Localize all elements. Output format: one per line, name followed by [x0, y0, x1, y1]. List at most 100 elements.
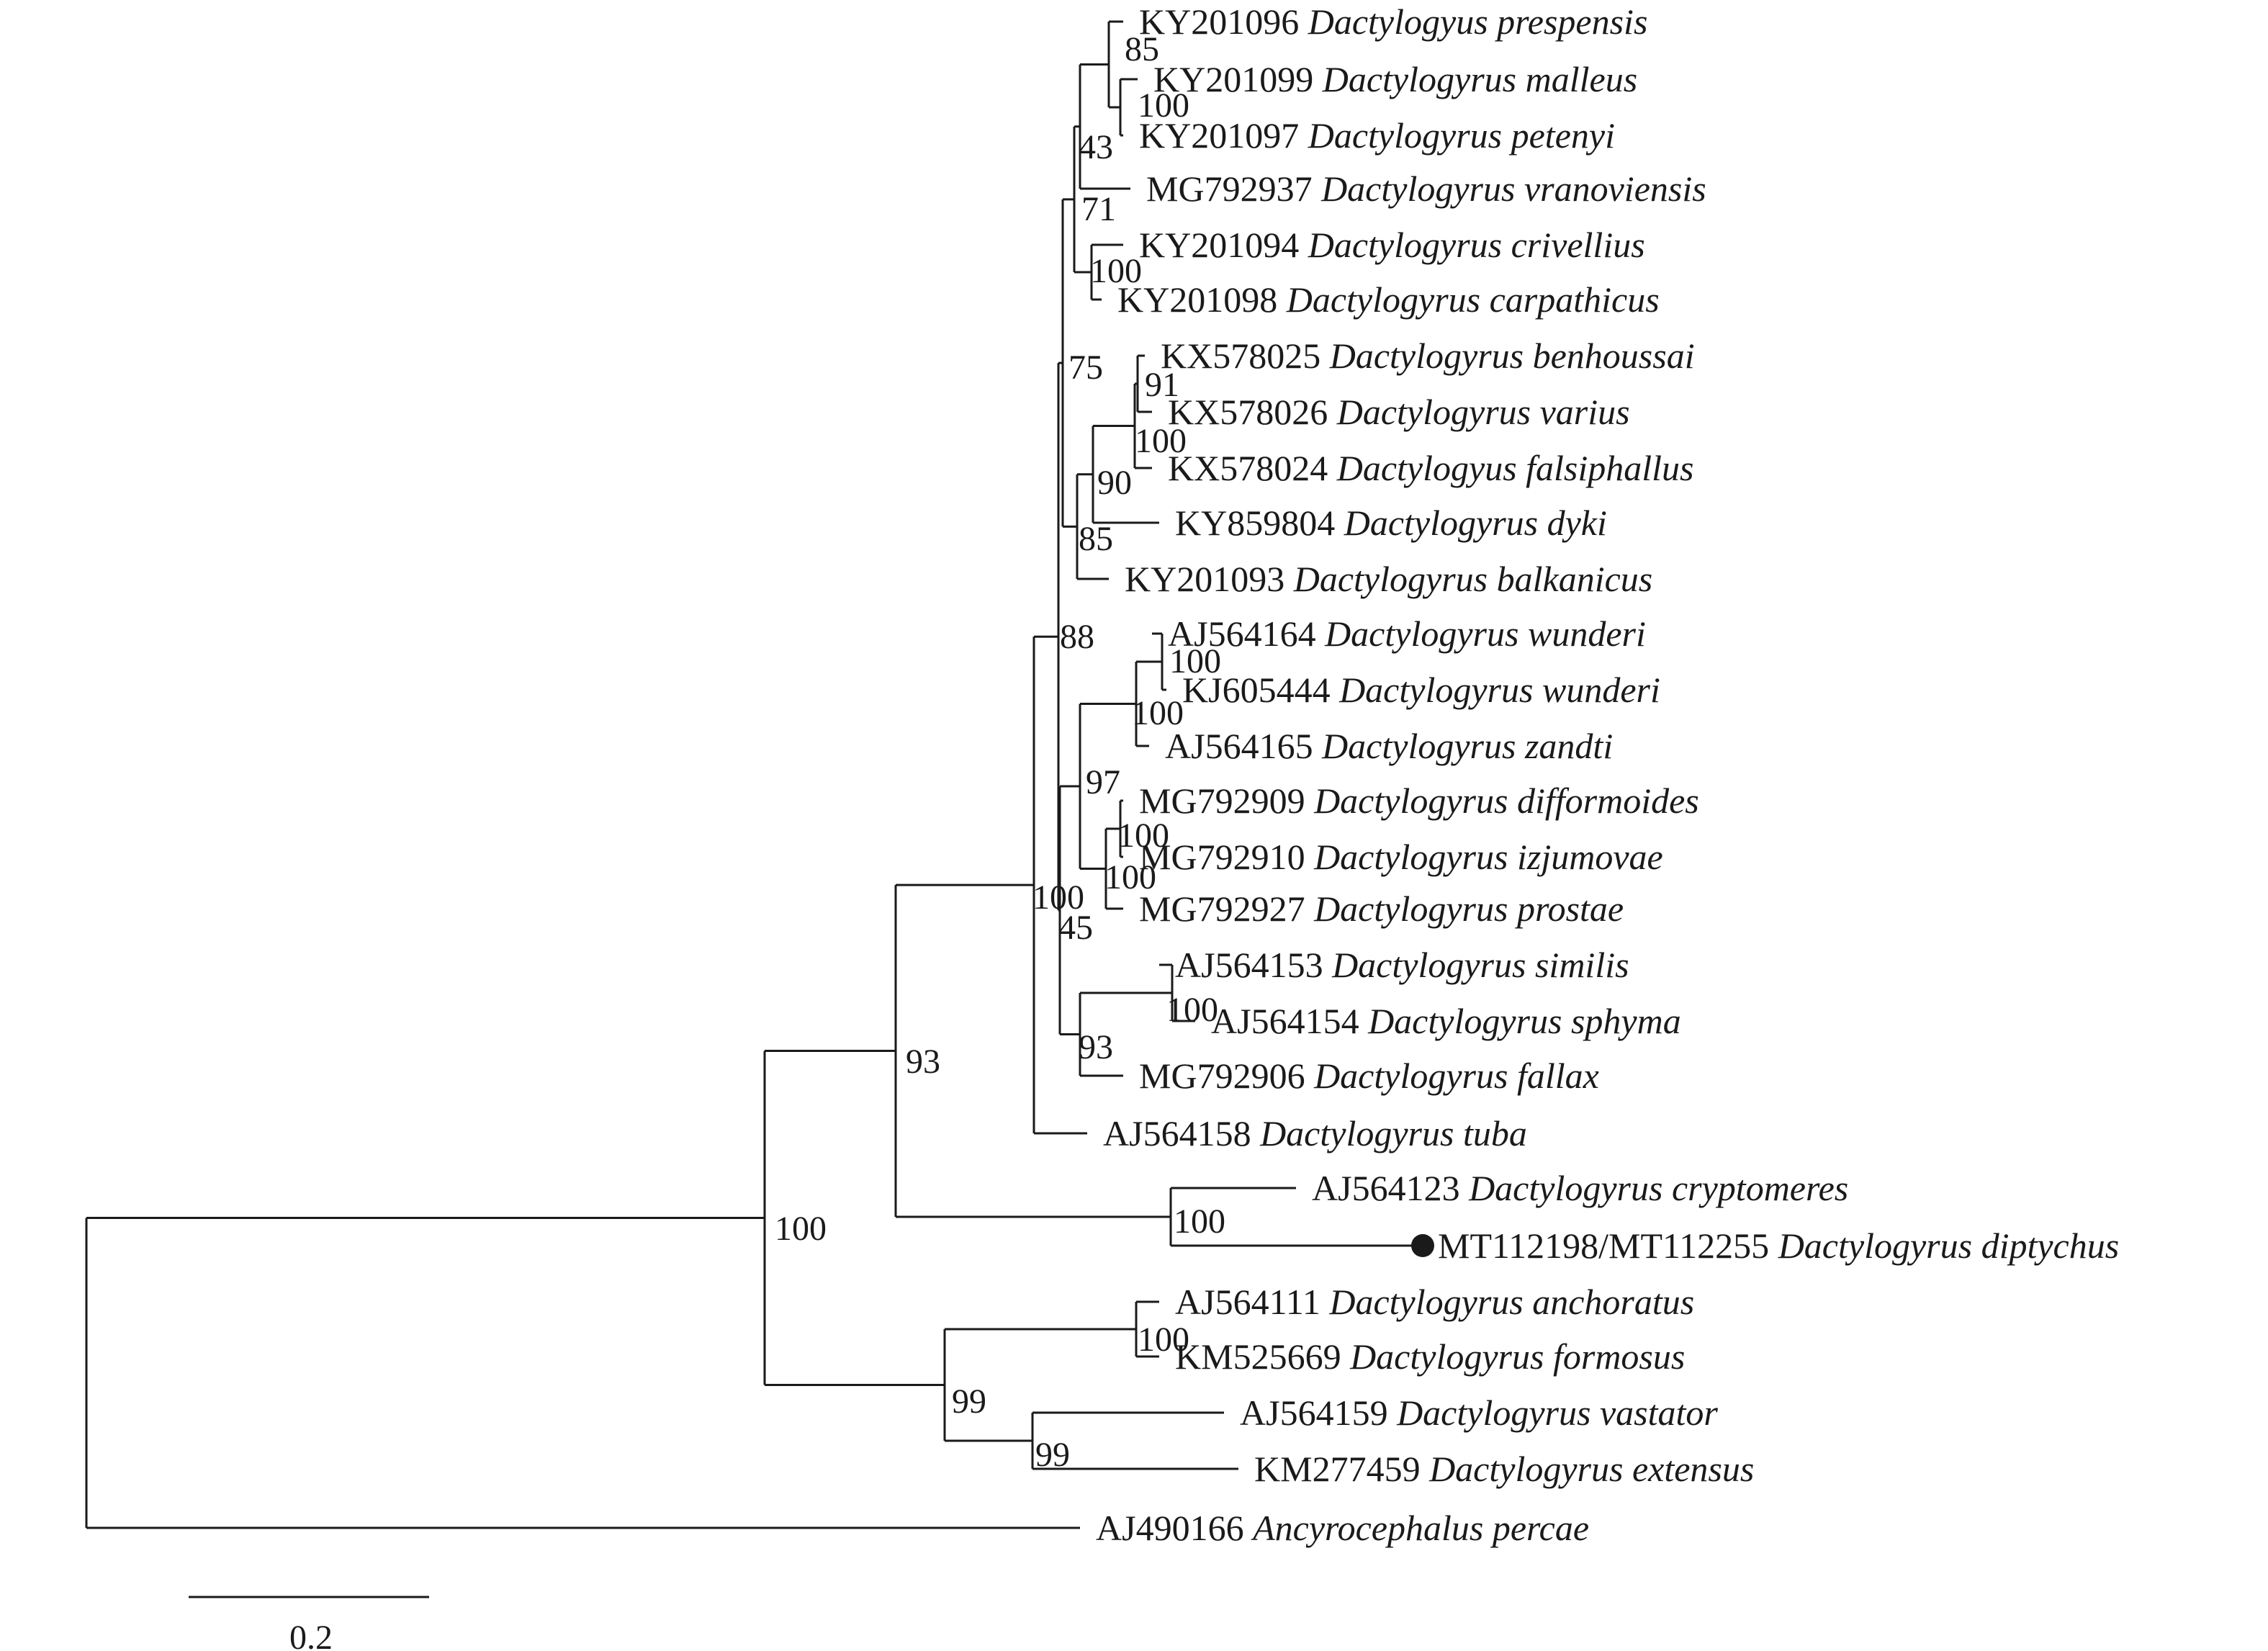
tip-accession: KY201096	[1139, 1, 1308, 42]
tip-label: KM277459 Dactylogyrus extensus	[1254, 1449, 1754, 1489]
support-value: 100	[1132, 694, 1184, 732]
tip-label: KY201094 Dactylogyrus crivellius	[1139, 225, 1645, 265]
support-value: 88	[1060, 618, 1094, 656]
support-value: 97	[1086, 763, 1120, 801]
tip-accession: AJ564111	[1175, 1282, 1329, 1322]
tip-accession: KY201097	[1139, 115, 1308, 156]
tip-accession: KX578026	[1168, 392, 1337, 432]
tip-accession: KY859804	[1175, 503, 1344, 543]
support-value: 100	[1104, 858, 1156, 896]
tip-species: Dactylogyrus izjumovae	[1313, 837, 1663, 877]
tip-species: Dactylogyrus petenyi	[1308, 115, 1615, 156]
tip-label: MT112198/MT112255 Dactylogyrus diptychus	[1438, 1225, 2119, 1266]
support-value: 85	[1125, 30, 1159, 68]
support-value: 93	[906, 1043, 940, 1081]
tip-species: Dactylogyrus prostae	[1313, 889, 1624, 929]
tip-species: Dactylogyrus difformoides	[1313, 780, 1699, 821]
tip-species: Dactylogyrus zandti	[1321, 726, 1613, 766]
support-value: 100	[1090, 252, 1142, 290]
support-value: 100	[1174, 1202, 1225, 1241]
tip-labels: KY201096 Dactylogyus prespensisKY201099 …	[1096, 1, 2119, 1548]
tip-species: Dactylogyrus wunderi	[1338, 670, 1660, 710]
support-value: 99	[1035, 1436, 1070, 1474]
tip-species: Dactylogyrus cryptomeres	[1468, 1168, 1848, 1208]
tip-species: Dactylogyrus anchoratus	[1328, 1282, 1694, 1322]
tip-accession: KY201099	[1153, 59, 1323, 99]
tip-accession: KY201094	[1139, 225, 1308, 265]
support-value: 100	[1117, 816, 1169, 855]
tip-label: KX578025 Dactylogyrus benhoussai	[1161, 336, 1695, 376]
tip-species: Dactylogyus prespensis	[1308, 1, 1648, 42]
tip-accession: KY201093	[1125, 559, 1294, 599]
support-value: 100	[1032, 878, 1084, 917]
tip-label: KY201099 Dactylogyrus malleus	[1153, 59, 1637, 99]
tip-label: AJ564123 Dactylogyrus cryptomeres	[1312, 1168, 1848, 1208]
support-value: 85	[1079, 520, 1113, 558]
support-value: 75	[1068, 348, 1103, 387]
tip-species: Dactylogyrus formosus	[1349, 1336, 1685, 1377]
tip-accession: AJ564154	[1211, 1001, 1368, 1041]
tip-label: MG792906 Dactylogyrus fallax	[1139, 1056, 1599, 1096]
tip-label: AJ490166 Ancyrocephalus percae	[1096, 1508, 1589, 1548]
tip-accession: KJ605444	[1182, 670, 1339, 710]
tip-label: MG792910 Dactylogyrus izjumovae	[1139, 837, 1663, 877]
tip-label: KY201093 Dactylogyrus balkanicus	[1125, 559, 1652, 599]
tip-label: AJ564165 Dactylogyrus zandti	[1165, 726, 1613, 766]
tip-species: Dactylogyrus similis	[1331, 945, 1629, 985]
support-value: 100	[1138, 86, 1189, 125]
support-value: 91	[1145, 366, 1179, 404]
tip-species: Dactylogyrus extensus	[1428, 1449, 1754, 1489]
tip-species: Ancyrocephalus percae	[1251, 1508, 1589, 1548]
support-value: 100	[775, 1210, 827, 1248]
tip-label: KM525669 Dactylogyrus formosus	[1175, 1336, 1685, 1377]
tip-species: Dactylogyrus dyki	[1344, 503, 1607, 543]
tip-accession: AJ490166	[1096, 1508, 1253, 1548]
scale-bar: 0.2	[189, 1596, 429, 1651]
tip-species: Dactylogyrus malleus	[1322, 59, 1637, 99]
tip-accession: AJ564158	[1103, 1113, 1260, 1153]
tip-species: Dactylogyrus vastator	[1396, 1393, 1718, 1433]
tip-accession: AJ564153	[1175, 945, 1332, 985]
scale-bar-label: 0.2	[289, 1619, 333, 1651]
support-value: 100	[1138, 1321, 1189, 1359]
tip-label: MG792927 Dactylogyrus prostae	[1139, 889, 1624, 929]
highlight-dot-icon	[1411, 1234, 1434, 1257]
tip-label: AJ564153 Dactylogyrus similis	[1175, 945, 1629, 985]
tip-species: Dactylogyrus tuba	[1259, 1113, 1527, 1153]
tip-accession: MG792937	[1146, 168, 1321, 209]
support-value: 100	[1135, 422, 1187, 460]
tip-accession: AJ564165	[1165, 726, 1322, 766]
tip-species: Dactylogyrus carpathicus	[1286, 279, 1660, 320]
tip-species: Dactylogyrus diptychus	[1778, 1225, 2120, 1266]
tip-accession: MT112198/MT112255	[1438, 1225, 1778, 1266]
tip-species: Dactylogyrus vranoviensis	[1320, 168, 1706, 209]
tip-label: KY201097 Dactylogyrus petenyi	[1139, 115, 1615, 156]
tip-label: KY201096 Dactylogyus prespensis	[1139, 1, 1647, 42]
tip-label: KY201098 Dactylogyrus carpathicus	[1117, 279, 1660, 320]
support-value: 100	[1169, 642, 1221, 680]
tip-label: AJ564154 Dactylogyrus sphyma	[1211, 1001, 1681, 1041]
tip-label: AJ564111 Dactylogyrus anchoratus	[1175, 1282, 1694, 1322]
tip-species: Dactylogyrus benhoussai	[1329, 336, 1695, 376]
support-value: 99	[952, 1382, 986, 1421]
tip-species: Dactylogyrus sphyma	[1367, 1001, 1681, 1041]
tip-label: MG792909 Dactylogyrus difformoides	[1139, 780, 1699, 821]
tip-species: Dactylogyrus balkanicus	[1293, 559, 1653, 599]
support-value: 43	[1079, 128, 1113, 166]
tip-species: Dactylogyrus varius	[1336, 392, 1630, 432]
tip-label: KJ605444 Dactylogyrus wunderi	[1182, 670, 1660, 710]
tip-accession: KM525669	[1175, 1336, 1350, 1377]
tip-label: KX578024 Dactylogyus falsiphallus	[1168, 448, 1694, 488]
tip-label: AJ564164 Dactylogyrus wunderi	[1168, 613, 1646, 654]
tip-accession: KX578025	[1161, 336, 1330, 376]
tip-label: MG792937 Dactylogyrus vranoviensis	[1146, 168, 1706, 209]
tip-accession: AJ564123	[1312, 1168, 1469, 1208]
tip-species: Dactylogyrus fallax	[1313, 1056, 1599, 1096]
support-value: 100	[1166, 991, 1218, 1029]
support-value: 90	[1097, 464, 1132, 502]
tip-accession: MG792927	[1139, 889, 1314, 929]
tip-species: Dactylogyrus crivellius	[1308, 225, 1645, 265]
tip-accession: KX578024	[1168, 448, 1337, 488]
tip-accession: MG792906	[1139, 1056, 1314, 1096]
